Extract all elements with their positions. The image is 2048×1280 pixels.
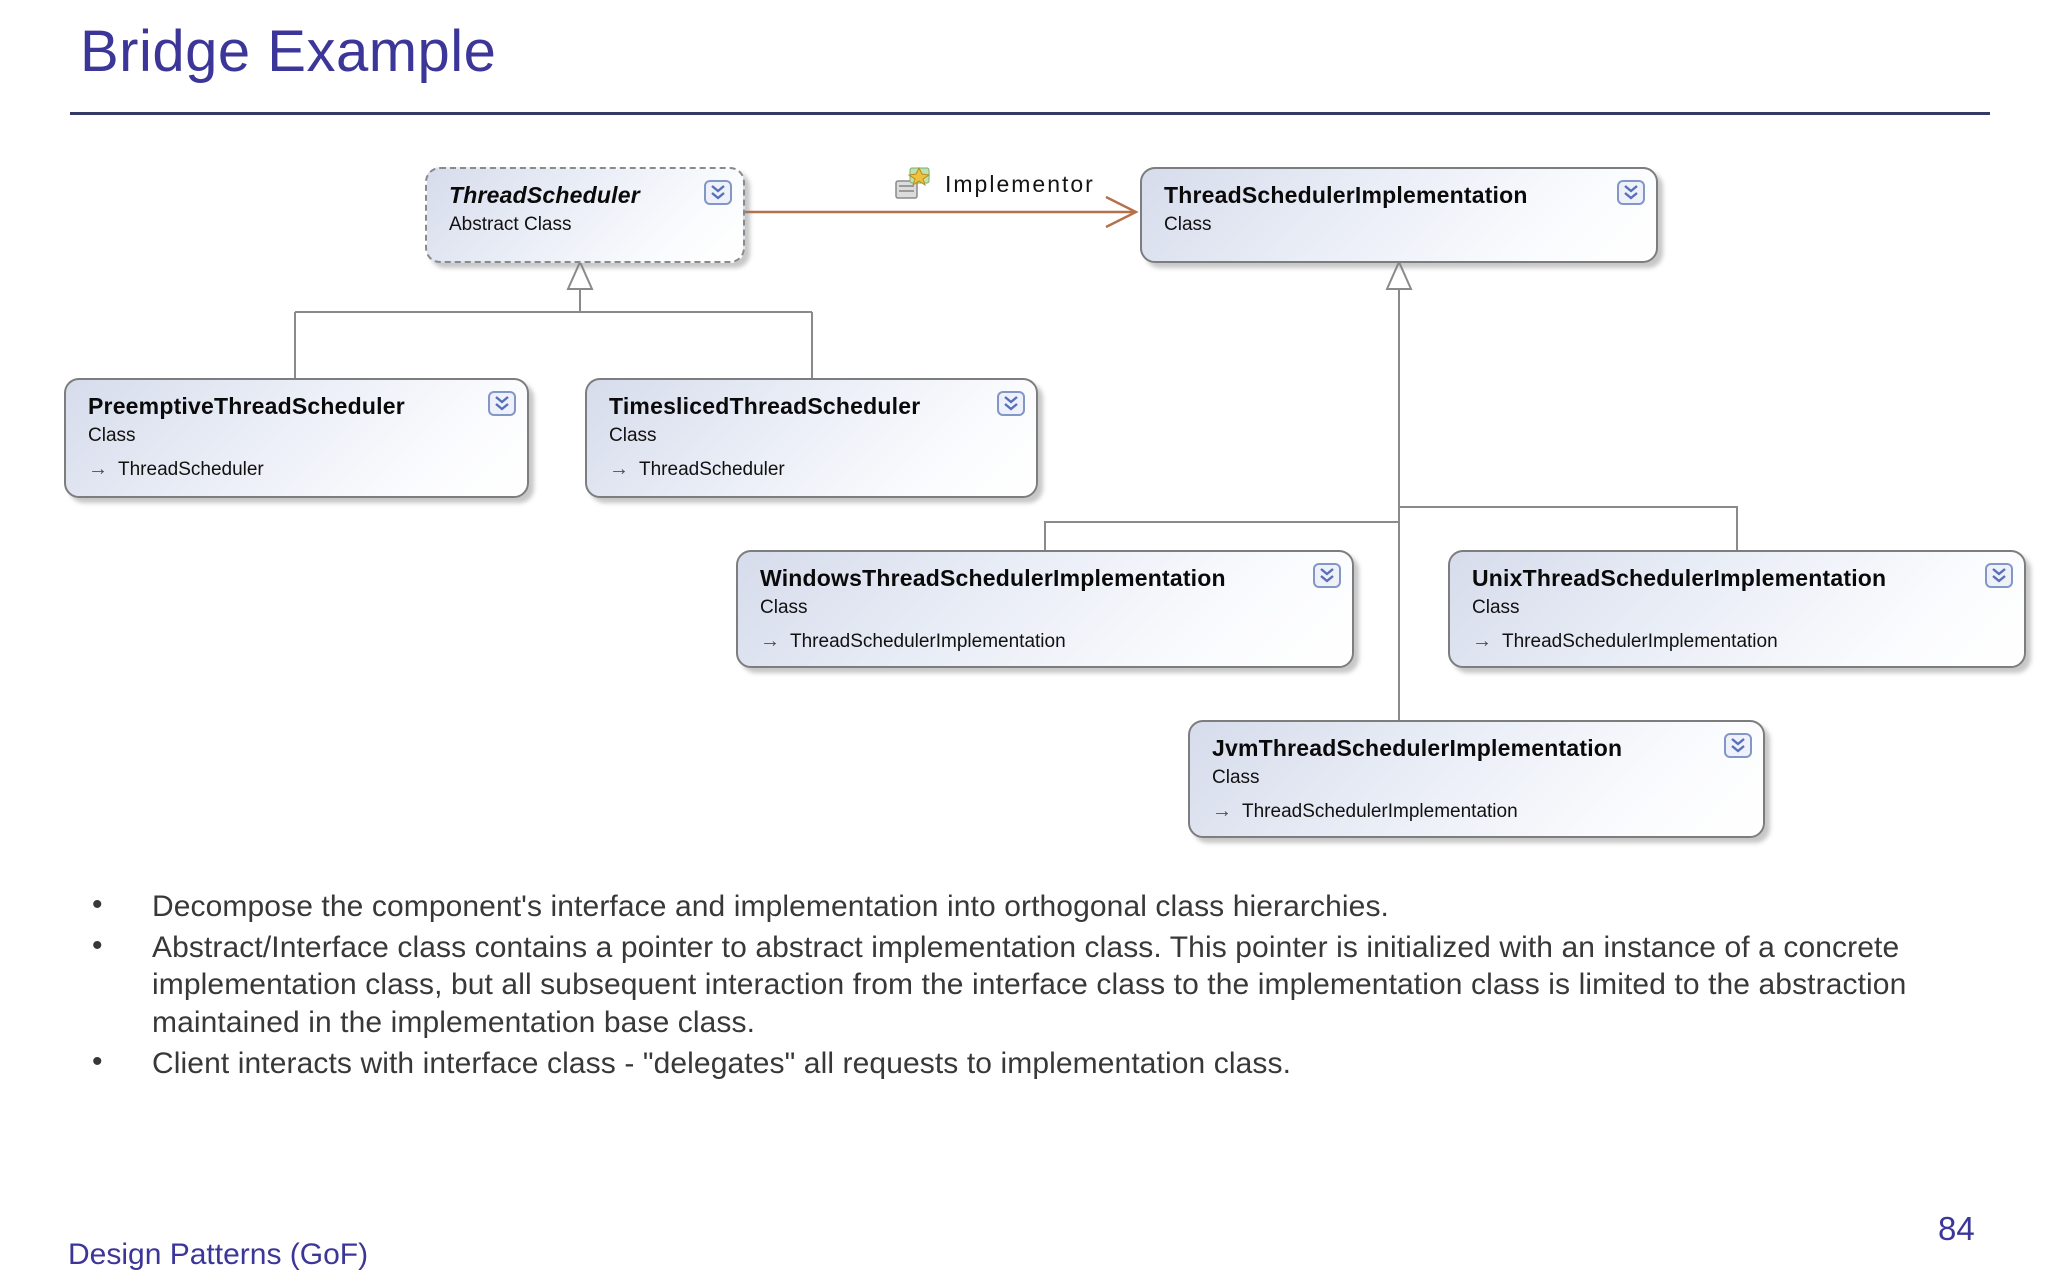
collapse-chevron-icon[interactable] bbox=[1313, 563, 1341, 588]
class-stereotype: Class bbox=[1212, 767, 1260, 788]
bullet-marker: • bbox=[92, 929, 103, 963]
class-stereotype: Abstract Class bbox=[449, 214, 572, 235]
page-number: 84 bbox=[1938, 1210, 1975, 1247]
base-class-row: → ThreadScheduler bbox=[88, 458, 507, 481]
bullet-item: • Abstract/Interface class contains a po… bbox=[92, 929, 1997, 1041]
footer-label: Design Patterns (GoF) bbox=[68, 1238, 369, 1271]
class-stereotype: Class bbox=[1164, 214, 1212, 235]
inheritance-arrow-icon: → bbox=[609, 458, 629, 480]
class-box-preemptivethreadscheduler[interactable]: PreemptiveThreadScheduler Class → Thread… bbox=[64, 378, 529, 498]
inheritance-connector-threadscheduler bbox=[294, 259, 813, 380]
base-class-name: ThreadScheduler bbox=[118, 458, 264, 480]
base-class-row: → ThreadSchedulerImplementation bbox=[1472, 630, 2004, 653]
class-stereotype: Class bbox=[760, 597, 808, 618]
collapse-chevron-icon[interactable] bbox=[1985, 563, 2013, 588]
class-name: WindowsThreadSchedulerImplementation bbox=[760, 565, 1226, 591]
open-arrowhead-icon bbox=[1105, 195, 1139, 229]
collapse-chevron-icon[interactable] bbox=[1724, 733, 1752, 758]
base-class-name: ThreadSchedulerImplementation bbox=[1502, 630, 1778, 652]
base-class-name: ThreadScheduler bbox=[639, 458, 785, 480]
bullet-marker: • bbox=[92, 1044, 103, 1078]
collapse-chevron-icon[interactable] bbox=[704, 180, 732, 205]
collapse-chevron-icon[interactable] bbox=[1617, 180, 1645, 205]
class-box-timeslicedthreadscheduler[interactable]: TimeslicedThreadScheduler Class → Thread… bbox=[585, 378, 1038, 498]
bullet-item: • Decompose the component's interface an… bbox=[92, 888, 1997, 925]
inheritance-triangle-icon bbox=[566, 259, 594, 290]
bullet-item: • Client interacts with interface class … bbox=[92, 1045, 1997, 1082]
class-box-threadschedulerimplementation[interactable]: ThreadSchedulerImplementation Class bbox=[1140, 167, 1658, 263]
collapse-chevron-icon[interactable] bbox=[488, 391, 516, 416]
class-stereotype: Class bbox=[1472, 597, 1520, 618]
inheritance-triangle-icon bbox=[1385, 259, 1413, 290]
inheritance-arrow-icon: → bbox=[1472, 630, 1492, 652]
bullet-text: Abstract/Interface class contains a poin… bbox=[152, 931, 1907, 1039]
class-stereotype: Class bbox=[88, 425, 136, 446]
inheritance-arrow-icon: → bbox=[88, 458, 108, 480]
collapse-chevron-icon[interactable] bbox=[997, 391, 1025, 416]
class-name: ThreadScheduler bbox=[449, 182, 640, 208]
class-name: ThreadSchedulerImplementation bbox=[1164, 182, 1528, 208]
page-title: Bridge Example bbox=[80, 19, 497, 84]
bullet-marker: • bbox=[92, 888, 103, 921]
class-box-threadscheduler[interactable]: ThreadScheduler Abstract Class bbox=[425, 167, 745, 263]
inheritance-arrow-icon: → bbox=[760, 630, 780, 652]
bullet-list: • Decompose the component's interface an… bbox=[92, 888, 1997, 1086]
class-name: TimeslicedThreadScheduler bbox=[609, 393, 921, 419]
class-name: JvmThreadSchedulerImplementation bbox=[1212, 735, 1623, 761]
class-box-windowsthreadschedulerimplementation[interactable]: WindowsThreadSchedulerImplementation Cla… bbox=[736, 550, 1354, 668]
association-label-text: Implementor bbox=[945, 170, 1095, 197]
base-class-row: → ThreadSchedulerImplementation bbox=[760, 630, 1332, 653]
class-stereotype: Class bbox=[609, 425, 657, 446]
class-name: UnixThreadSchedulerImplementation bbox=[1472, 565, 1887, 591]
base-class-row: → ThreadScheduler bbox=[609, 458, 1016, 481]
bullet-text: Decompose the component's interface and … bbox=[152, 890, 1389, 923]
base-class-row: → ThreadSchedulerImplementation bbox=[1212, 800, 1743, 823]
association-label: Implementor bbox=[893, 166, 1095, 202]
base-class-name: ThreadSchedulerImplementation bbox=[1242, 800, 1518, 822]
title-divider bbox=[70, 112, 1990, 115]
inheritance-arrow-icon: → bbox=[1212, 800, 1232, 822]
association-icon bbox=[895, 166, 931, 199]
class-name: PreemptiveThreadScheduler bbox=[88, 393, 405, 419]
bullet-text: Client interacts with interface class - … bbox=[152, 1046, 1292, 1080]
base-class-name: ThreadSchedulerImplementation bbox=[790, 630, 1066, 652]
class-box-jvmthreadschedulerimplementation[interactable]: JvmThreadSchedulerImplementation Class →… bbox=[1188, 720, 1765, 838]
class-box-unixthreadschedulerimplementation[interactable]: UnixThreadSchedulerImplementation Class … bbox=[1448, 550, 2026, 668]
